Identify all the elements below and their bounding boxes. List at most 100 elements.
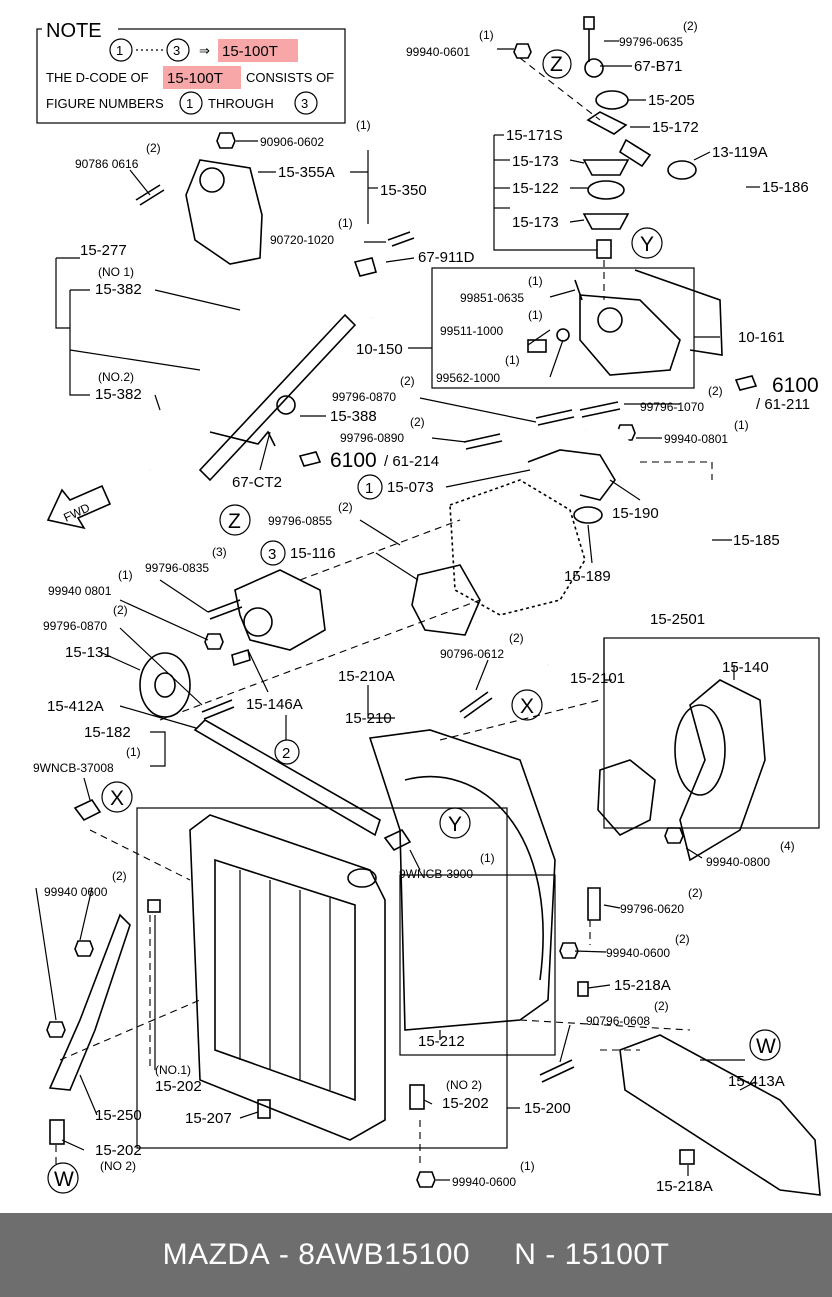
box-15-212: [399, 874, 556, 1056]
thermostat-15-122: [587, 180, 625, 200]
qty-99796-0635: (2): [683, 19, 698, 33]
label-15-350: 15-350: [380, 182, 427, 199]
no2-15-202-a: (NO 2): [446, 1078, 482, 1092]
label-99940-0601: 99940-0601: [406, 45, 470, 59]
engine-block: [449, 479, 586, 616]
bolt-99796-0635-head: [583, 16, 595, 30]
label-15-186: 15-186: [762, 179, 809, 196]
footer-code: 15100T: [564, 1238, 670, 1271]
qty-99940-0800: (4): [780, 839, 795, 853]
cap-15-205: [595, 90, 629, 110]
qty-99562-1000: (1): [505, 353, 520, 367]
footer-gap: [470, 1238, 514, 1272]
label-15-413A: 15-413A: [728, 1073, 785, 1090]
no1-15-382: (NO 1): [98, 265, 134, 279]
note-line3-to: 3: [301, 96, 308, 111]
bolt-90796-0608: [539, 1059, 575, 1083]
clip-9WNCB-37008: [73, 798, 102, 822]
label-15-218A-a: 15-218A: [614, 977, 671, 994]
label-90786-0616: 90786 0616: [75, 157, 139, 171]
drain-15-202a: [147, 899, 161, 913]
footer-sep-2: -: [536, 1238, 565, 1271]
label-6100-a: 6100: [772, 374, 819, 397]
callout-X-mid: X: [520, 695, 534, 718]
label-99940-0600-a: 99940 0600: [44, 885, 108, 899]
label-15-207: 15-207: [185, 1110, 232, 1127]
label-99796-0870-b: 99796-0870: [43, 619, 107, 633]
hose-15-277: [198, 313, 357, 482]
qty-99940-0600-b: (2): [675, 932, 690, 946]
label-15-202-c: 15-202: [95, 1142, 142, 1159]
callout-Z-mid: Z: [228, 510, 241, 533]
bolt-90720-1020: [387, 231, 415, 247]
nut-99940-0601: [513, 43, 532, 59]
label-15-205: 15-205: [648, 92, 695, 109]
label-90796-0612: 90796-0612: [440, 647, 504, 661]
label-15-382-b: 15-382: [95, 386, 142, 403]
part-number-footer: MAZDA - 8AWB15100 N - 15100T: [0, 1213, 832, 1297]
label-15-131: 15-131: [65, 644, 112, 661]
label-15-116: 15-116: [290, 545, 336, 562]
label-15-172: 15-172: [652, 119, 699, 136]
callout-2: 2: [282, 745, 290, 762]
label-99940-0600-b: 99940-0600: [606, 946, 670, 960]
fan-15-140: [679, 679, 766, 862]
qty-90796-0612: (2): [509, 631, 524, 645]
bolt-99796-0835: [207, 599, 243, 620]
note-line3-a: FIGURE NUMBERS: [46, 96, 164, 111]
box-10-150: [431, 267, 695, 389]
baffle-15-412A: [193, 719, 381, 837]
note-line2-code: 15-100T: [167, 70, 223, 87]
qty-99940-0601: (1): [479, 28, 494, 42]
bolt-99796-0620: [587, 887, 601, 921]
label-15-140: 15-140: [722, 659, 769, 676]
no2-15-202-b: (NO 2): [100, 1159, 136, 1173]
label-15-210A: 15-210A: [338, 668, 395, 685]
qty-99796-0890: (2): [410, 415, 425, 429]
label-99940-0800: 99940-0800: [706, 855, 770, 869]
fwd-label: FWD: [61, 500, 92, 524]
nut-99940-0801b: [204, 633, 224, 650]
note-line3-from: 1: [186, 96, 193, 111]
label-99511-1000: 99511-1000: [440, 324, 503, 338]
qty-9WNCB-3900: (1): [480, 851, 495, 865]
label-67-B71: 67-B71: [634, 58, 682, 75]
qty-99940-0600-a: (2): [112, 869, 127, 883]
fwd-arrow-icon: [46, 484, 112, 530]
label-90906-0602: 90906-0602: [260, 135, 324, 149]
qty-99796-0855: (2): [338, 500, 353, 514]
label-15-250: 15-250: [95, 1107, 142, 1124]
label-10-150: 10-150: [356, 341, 403, 358]
label-15-277: 15-277: [80, 242, 127, 259]
callout-Y-mid: Y: [448, 813, 462, 836]
qty-99940-0801-a: (1): [734, 418, 749, 432]
bolt-99511-1000: [527, 339, 547, 353]
label-99796-0855: 99796-0855: [268, 514, 332, 528]
gasket-15-173a: [582, 159, 630, 176]
label-90720-1020: 90720-1020: [270, 233, 334, 247]
callout-1: 1: [365, 480, 373, 497]
dashed-lines: [55, 57, 713, 1168]
label-15-388: 15-388: [330, 408, 377, 425]
clip-67-911D: [353, 257, 377, 277]
shroud-15-210: [368, 729, 556, 1031]
label-13-119A: 13-119A: [712, 144, 768, 161]
plug-15-202b: [409, 1084, 425, 1110]
note-line1-from: 1: [116, 43, 123, 58]
note-highlight-1: [218, 39, 298, 62]
bracket-15-250: [48, 913, 131, 1091]
qty-99796-0870-b: (2): [113, 603, 128, 617]
label-67-911D: 67-911D: [418, 249, 475, 266]
box-15-2501: [603, 637, 820, 829]
stud: [231, 648, 251, 667]
connector-61-214-icon: [298, 451, 322, 467]
label-67-CT2: 67-CT2: [232, 474, 282, 491]
note-box: NOTE 1 3 ⇒ 15-100T THE D-CODE OF 15-100T…: [36, 18, 346, 124]
label-15-173-a: 15-173: [512, 153, 559, 170]
qty-99796-0870-a: (2): [400, 374, 415, 388]
label-90796-0608: 90796-0608: [586, 1014, 650, 1028]
callout-Y-top: Y: [640, 233, 654, 256]
note-line2-a: THE D-CODE OF: [46, 70, 149, 85]
bolt-99851-0635: [574, 279, 583, 301]
label-99796-1070: 99796-1070: [640, 400, 704, 414]
